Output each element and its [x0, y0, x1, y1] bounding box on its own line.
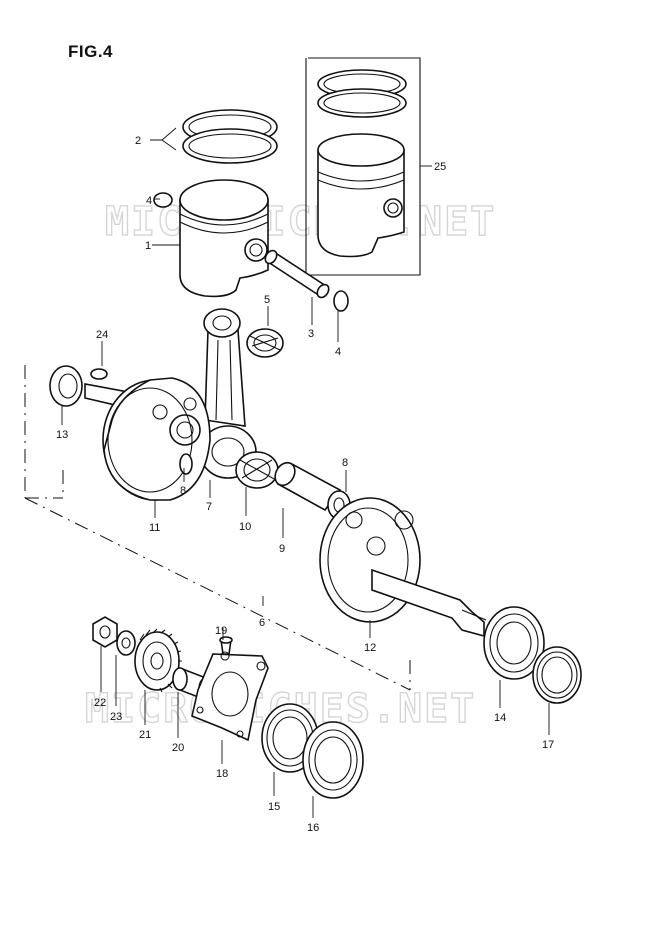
part-18-retainer-plate	[191, 651, 269, 764]
callout-2: 2	[135, 135, 141, 147]
part-9-crank-pin	[274, 461, 342, 538]
part-11-crank-web-left	[84, 377, 211, 518]
callout-labels: 2 4 1 25 5 3 4 24 13 8 7 11 10 8 9 6 12 …	[56, 135, 554, 834]
part-4-circlip-right	[333, 290, 349, 342]
part-22-nut	[92, 616, 118, 692]
callout-22: 22	[94, 697, 106, 709]
part-25-rings	[317, 69, 407, 118]
part-8-washer-left	[179, 453, 193, 482]
callout-8-left: 8	[180, 485, 186, 497]
callout-4-left: 4	[146, 195, 152, 207]
part-16-bearing	[302, 721, 364, 818]
callout-3: 3	[308, 328, 314, 340]
callout-4-right: 4	[335, 346, 341, 358]
callout-6: 6	[259, 617, 265, 629]
callout-7: 7	[206, 501, 212, 513]
callout-1: 1	[145, 240, 151, 252]
callout-17: 17	[542, 739, 554, 751]
callout-10: 10	[239, 521, 251, 533]
callout-24: 24	[96, 329, 108, 341]
callout-13: 13	[56, 429, 68, 441]
callout-12: 12	[364, 642, 376, 654]
callout-15: 15	[268, 801, 280, 813]
part-12-crank-web-right	[319, 497, 487, 638]
part-23-washer	[115, 630, 136, 706]
callout-23: 23	[110, 711, 122, 723]
part-21-drive-gear	[134, 628, 182, 725]
callout-19: 19	[215, 625, 227, 637]
callout-14: 14	[494, 712, 506, 724]
part-6-assembly-outline	[24, 365, 411, 691]
part-3-piston-pin	[264, 249, 330, 325]
callout-16: 16	[307, 822, 319, 834]
callout-5: 5	[264, 294, 270, 306]
watermark-top: MICROFICHES.NET	[105, 199, 496, 245]
part-14-bearing	[483, 606, 545, 708]
callout-21: 21	[139, 729, 151, 741]
callout-9: 9	[279, 543, 285, 555]
callout-18: 18	[216, 768, 228, 780]
part-10-big-end-bearing	[235, 451, 279, 516]
part-17-oil-seal	[532, 646, 582, 735]
part-24-key	[90, 341, 108, 380]
callout-11: 11	[149, 522, 160, 534]
callout-20: 20	[172, 742, 184, 754]
part-25-piston	[317, 133, 405, 258]
callout-8-right: 8	[342, 457, 348, 469]
part-25-box	[305, 57, 432, 276]
part-2-rings	[150, 109, 278, 164]
part-1-piston	[152, 179, 269, 298]
part-5-small-end-bearing	[246, 306, 284, 358]
part-13-oil-seal	[49, 365, 83, 425]
part-4-circlip-left	[153, 192, 173, 208]
callout-25: 25	[434, 161, 446, 173]
figure-title: FIG.4	[68, 42, 114, 61]
